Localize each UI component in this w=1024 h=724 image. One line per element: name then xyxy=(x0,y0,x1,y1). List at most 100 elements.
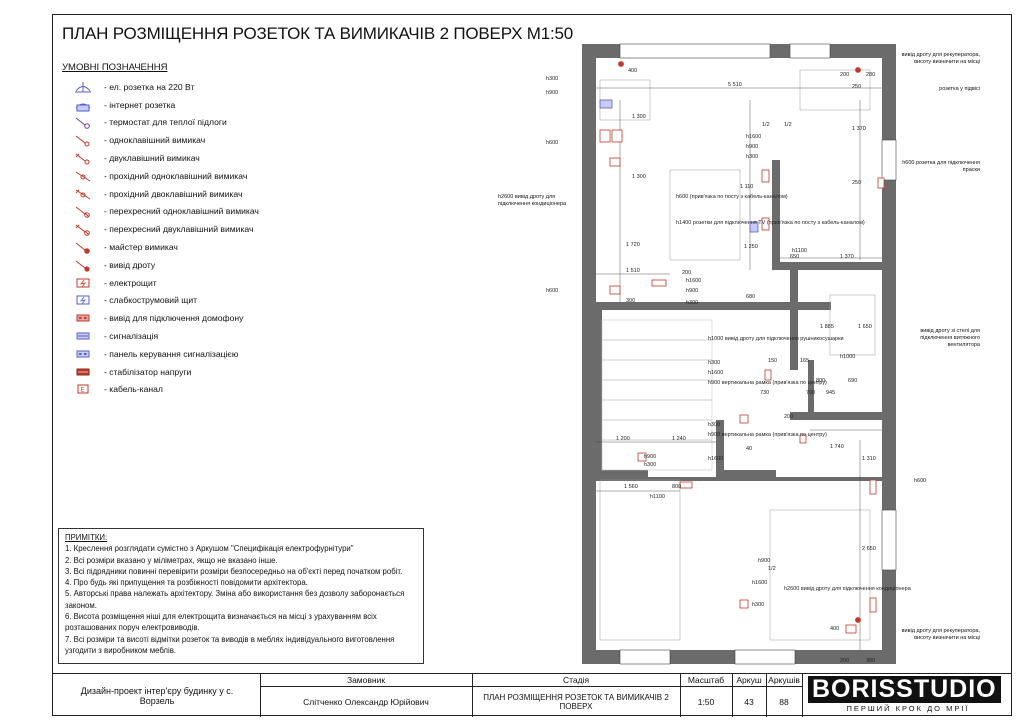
legend-label: - термостат для теплої підлоги xyxy=(104,117,227,128)
plan-label: h1100 xyxy=(650,494,665,500)
plan-label: 40 xyxy=(746,446,752,452)
windows xyxy=(619,43,897,665)
plan-label: 280 xyxy=(866,72,875,78)
scale-value: 1:50 xyxy=(697,696,715,707)
legend-label: - прохідний одноклавішний вимикач xyxy=(104,170,248,181)
plan-label: 200 xyxy=(840,658,849,664)
plan-label: h600 xyxy=(914,478,926,484)
note-item: 1. Креслення розглядати сумістно з Аркуш… xyxy=(65,544,354,554)
plan-label: h900 xyxy=(546,90,558,96)
floor-heating-thermostat-icon xyxy=(70,115,96,130)
legend-label: - кабель-канал xyxy=(104,384,163,395)
sheet-label: Аркуш xyxy=(736,675,762,685)
plan-label: 400 xyxy=(628,68,637,74)
plan-label: h600 xyxy=(546,288,558,294)
plan-label: h900 xyxy=(644,454,656,460)
low-current-panel-icon xyxy=(70,293,96,307)
plan-label: 250 xyxy=(852,180,861,186)
note-item: 3. Всі підрядники повинні перевірити роз… xyxy=(65,566,403,576)
legend-item: - двуклавішний вимикач xyxy=(70,149,259,167)
plan-label: 2 650 xyxy=(862,546,876,552)
legend-item: - панель керування сигналізацією xyxy=(70,345,259,363)
plan-label: h300 xyxy=(708,422,720,428)
svg-text:Е: Е xyxy=(81,388,85,394)
plan-label: 1 720 xyxy=(626,242,640,248)
legend-item: - вивід дроту xyxy=(70,256,259,274)
plan-label: h900 xyxy=(686,288,698,294)
annotation-ceiling-fan: вивід дроту зі стелі для підключення вит… xyxy=(920,328,980,348)
note-item: 7. Всі розміри та висоті відмітки розето… xyxy=(65,634,395,655)
annotation-recuperator-bottom: вивід дроту для рекуператора, висоту виз… xyxy=(901,628,980,641)
plan-label: 300 xyxy=(626,298,635,304)
plan-label: h300 xyxy=(546,76,558,82)
pass-double-switch-icon xyxy=(70,187,96,201)
plan-label: 150 xyxy=(768,358,777,364)
plan-label: h1600 xyxy=(708,370,723,376)
floor-plan: h300 h900 5 510 400 200 280 250 1 300 1 … xyxy=(546,43,926,665)
stage-label: Стадія xyxy=(562,675,590,685)
legend-label: - панель керування сигналізацією xyxy=(104,348,239,359)
electrical-symbols xyxy=(599,61,885,634)
plan-label: h600 (прив'язка по посту з кабель-канало… xyxy=(676,194,788,200)
plan-label: 1 740 xyxy=(830,444,844,450)
legend-item: - перехресний одноклавішний вимикач xyxy=(70,203,259,221)
legend-item: - слабкострумовий щит xyxy=(70,292,259,310)
logo-tagline: ПЕРШИЙ КРОК ДО МРІЇ xyxy=(846,704,970,713)
client-name: Слітченко Олександр Юрійович xyxy=(303,696,429,707)
legend-label: - слабкострумовий щит xyxy=(104,295,198,306)
annotation-bath-socket: розетка у підвісі xyxy=(939,86,980,92)
socket-220v-icon xyxy=(70,80,96,94)
legend-label: - сигналізація xyxy=(104,331,159,342)
note-item: 5. Авторські права належать архітектору.… xyxy=(65,589,405,610)
plan-label: 1/2 xyxy=(762,122,770,128)
plan-label: 5 510 xyxy=(728,82,742,88)
legend-label: - інтернет розетка xyxy=(104,99,176,110)
plan-label: h1000 вивід дроту для підключення рушник… xyxy=(708,336,844,342)
legend-heading: УМОВНІ ПОЗНАЧЕННЯ xyxy=(62,62,168,73)
plan-label: 200 xyxy=(784,414,793,420)
plan-label: h300 xyxy=(752,602,764,608)
plan-label: 1 300 xyxy=(632,174,646,180)
single-switch-icon xyxy=(70,133,96,147)
cross-single-switch-icon xyxy=(70,204,96,219)
plan-label: 380 xyxy=(866,658,875,664)
plan-label: 650 xyxy=(790,254,799,260)
legend-item: - стабілізатор напруги xyxy=(70,363,259,381)
legend-label: - перехресний двуклавішний вимикач xyxy=(104,224,254,235)
legend-label: - перехресний одноклавішний вимикач xyxy=(104,206,259,217)
plan-label: 690 xyxy=(848,378,857,384)
plan-label: 200 xyxy=(682,270,691,276)
furniture xyxy=(599,69,876,641)
plan-label: 250 xyxy=(852,84,861,90)
plan-labels: h300 h900 5 510 400 200 280 250 1 300 1 … xyxy=(546,68,926,664)
legend-item: - вивід для підключення домофону xyxy=(70,309,259,327)
plan-label: h1400 розетки для підключення TV (прив'я… xyxy=(676,220,865,226)
cable-channel-icon: Е xyxy=(70,382,96,396)
alarm-icon xyxy=(70,329,96,343)
plan-label: 1 200 xyxy=(616,436,630,442)
legend-label: - електрощит xyxy=(104,277,157,288)
plan-label: 700 xyxy=(806,390,815,396)
legend-item: - майстер вимикач xyxy=(70,238,259,256)
plan-label: 1 370 xyxy=(840,254,854,260)
sheets-total: 88 xyxy=(779,696,789,707)
plan-label: 200 xyxy=(840,72,849,78)
legend-item: - термостат для теплої підлоги xyxy=(70,114,259,132)
pass-single-switch-icon xyxy=(70,169,96,183)
legend-label: - стабілізатор напруги xyxy=(104,366,192,377)
plan-label: 800 xyxy=(672,484,681,490)
plan-label: h900 xyxy=(746,144,758,150)
alarm-panel-icon xyxy=(70,347,96,361)
legend-label: - одноклавішний вимикач xyxy=(104,135,206,146)
plan-label: 1 370 xyxy=(852,126,866,132)
legend-item: - інтернет розетка xyxy=(70,96,259,114)
annotation-recuperator-top: вивід дроту для рекуператора, висоту виз… xyxy=(901,52,980,65)
plan-label: h1600 xyxy=(708,456,723,462)
legend-label: - ел. розетка на 220 Вт xyxy=(104,81,195,92)
legend-item: - перехресний двуклавішний вимикач xyxy=(70,220,259,238)
voltage-stabilizer-icon xyxy=(70,365,96,379)
logo-wordmark: BORISSTUDIO xyxy=(808,676,1001,703)
scale-label: Масштаб xyxy=(687,675,725,685)
plan-label: h900 xyxy=(758,558,770,564)
notes-heading: ПРИМІТКИ: xyxy=(65,533,108,542)
